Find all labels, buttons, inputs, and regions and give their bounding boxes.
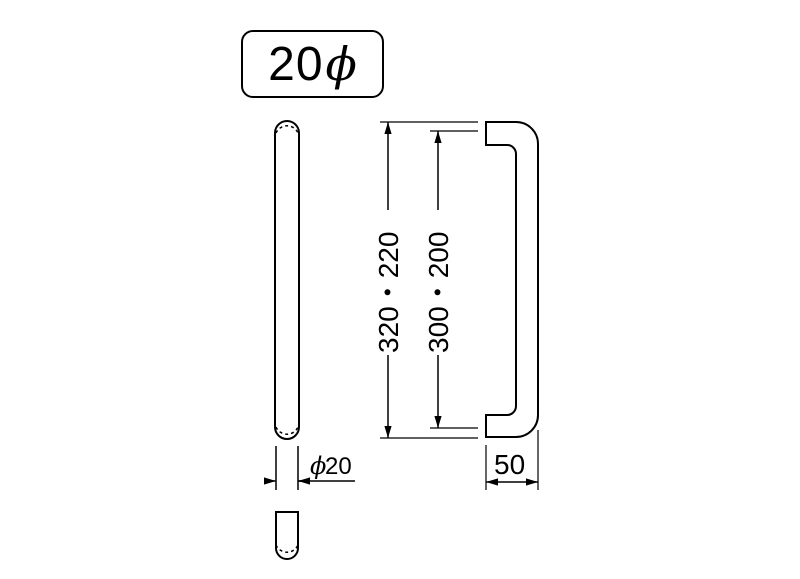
rod-diameter-value: 20 xyxy=(325,453,352,480)
inner-length-dimension: 300・200 xyxy=(423,130,478,429)
diameter-label-box: 20 ϕ xyxy=(241,30,384,98)
depth-label: 50 xyxy=(494,449,525,480)
inner-length-label: 300・200 xyxy=(423,232,454,353)
outer-length-dimension: 320・220 xyxy=(373,121,478,439)
handle-side-view xyxy=(485,121,539,438)
depth-dimension: 50 xyxy=(485,430,539,490)
diameter-label-symbol: ϕ xyxy=(325,37,357,91)
rod-end-view xyxy=(275,511,299,560)
diameter-label-number: 20 xyxy=(268,37,324,91)
rod-diameter-dimension: ϕ 20 xyxy=(264,446,355,490)
rod-front-view xyxy=(274,120,300,440)
rod-diameter-symbol: ϕ xyxy=(310,452,326,480)
outer-length-label: 320・220 xyxy=(373,232,404,353)
